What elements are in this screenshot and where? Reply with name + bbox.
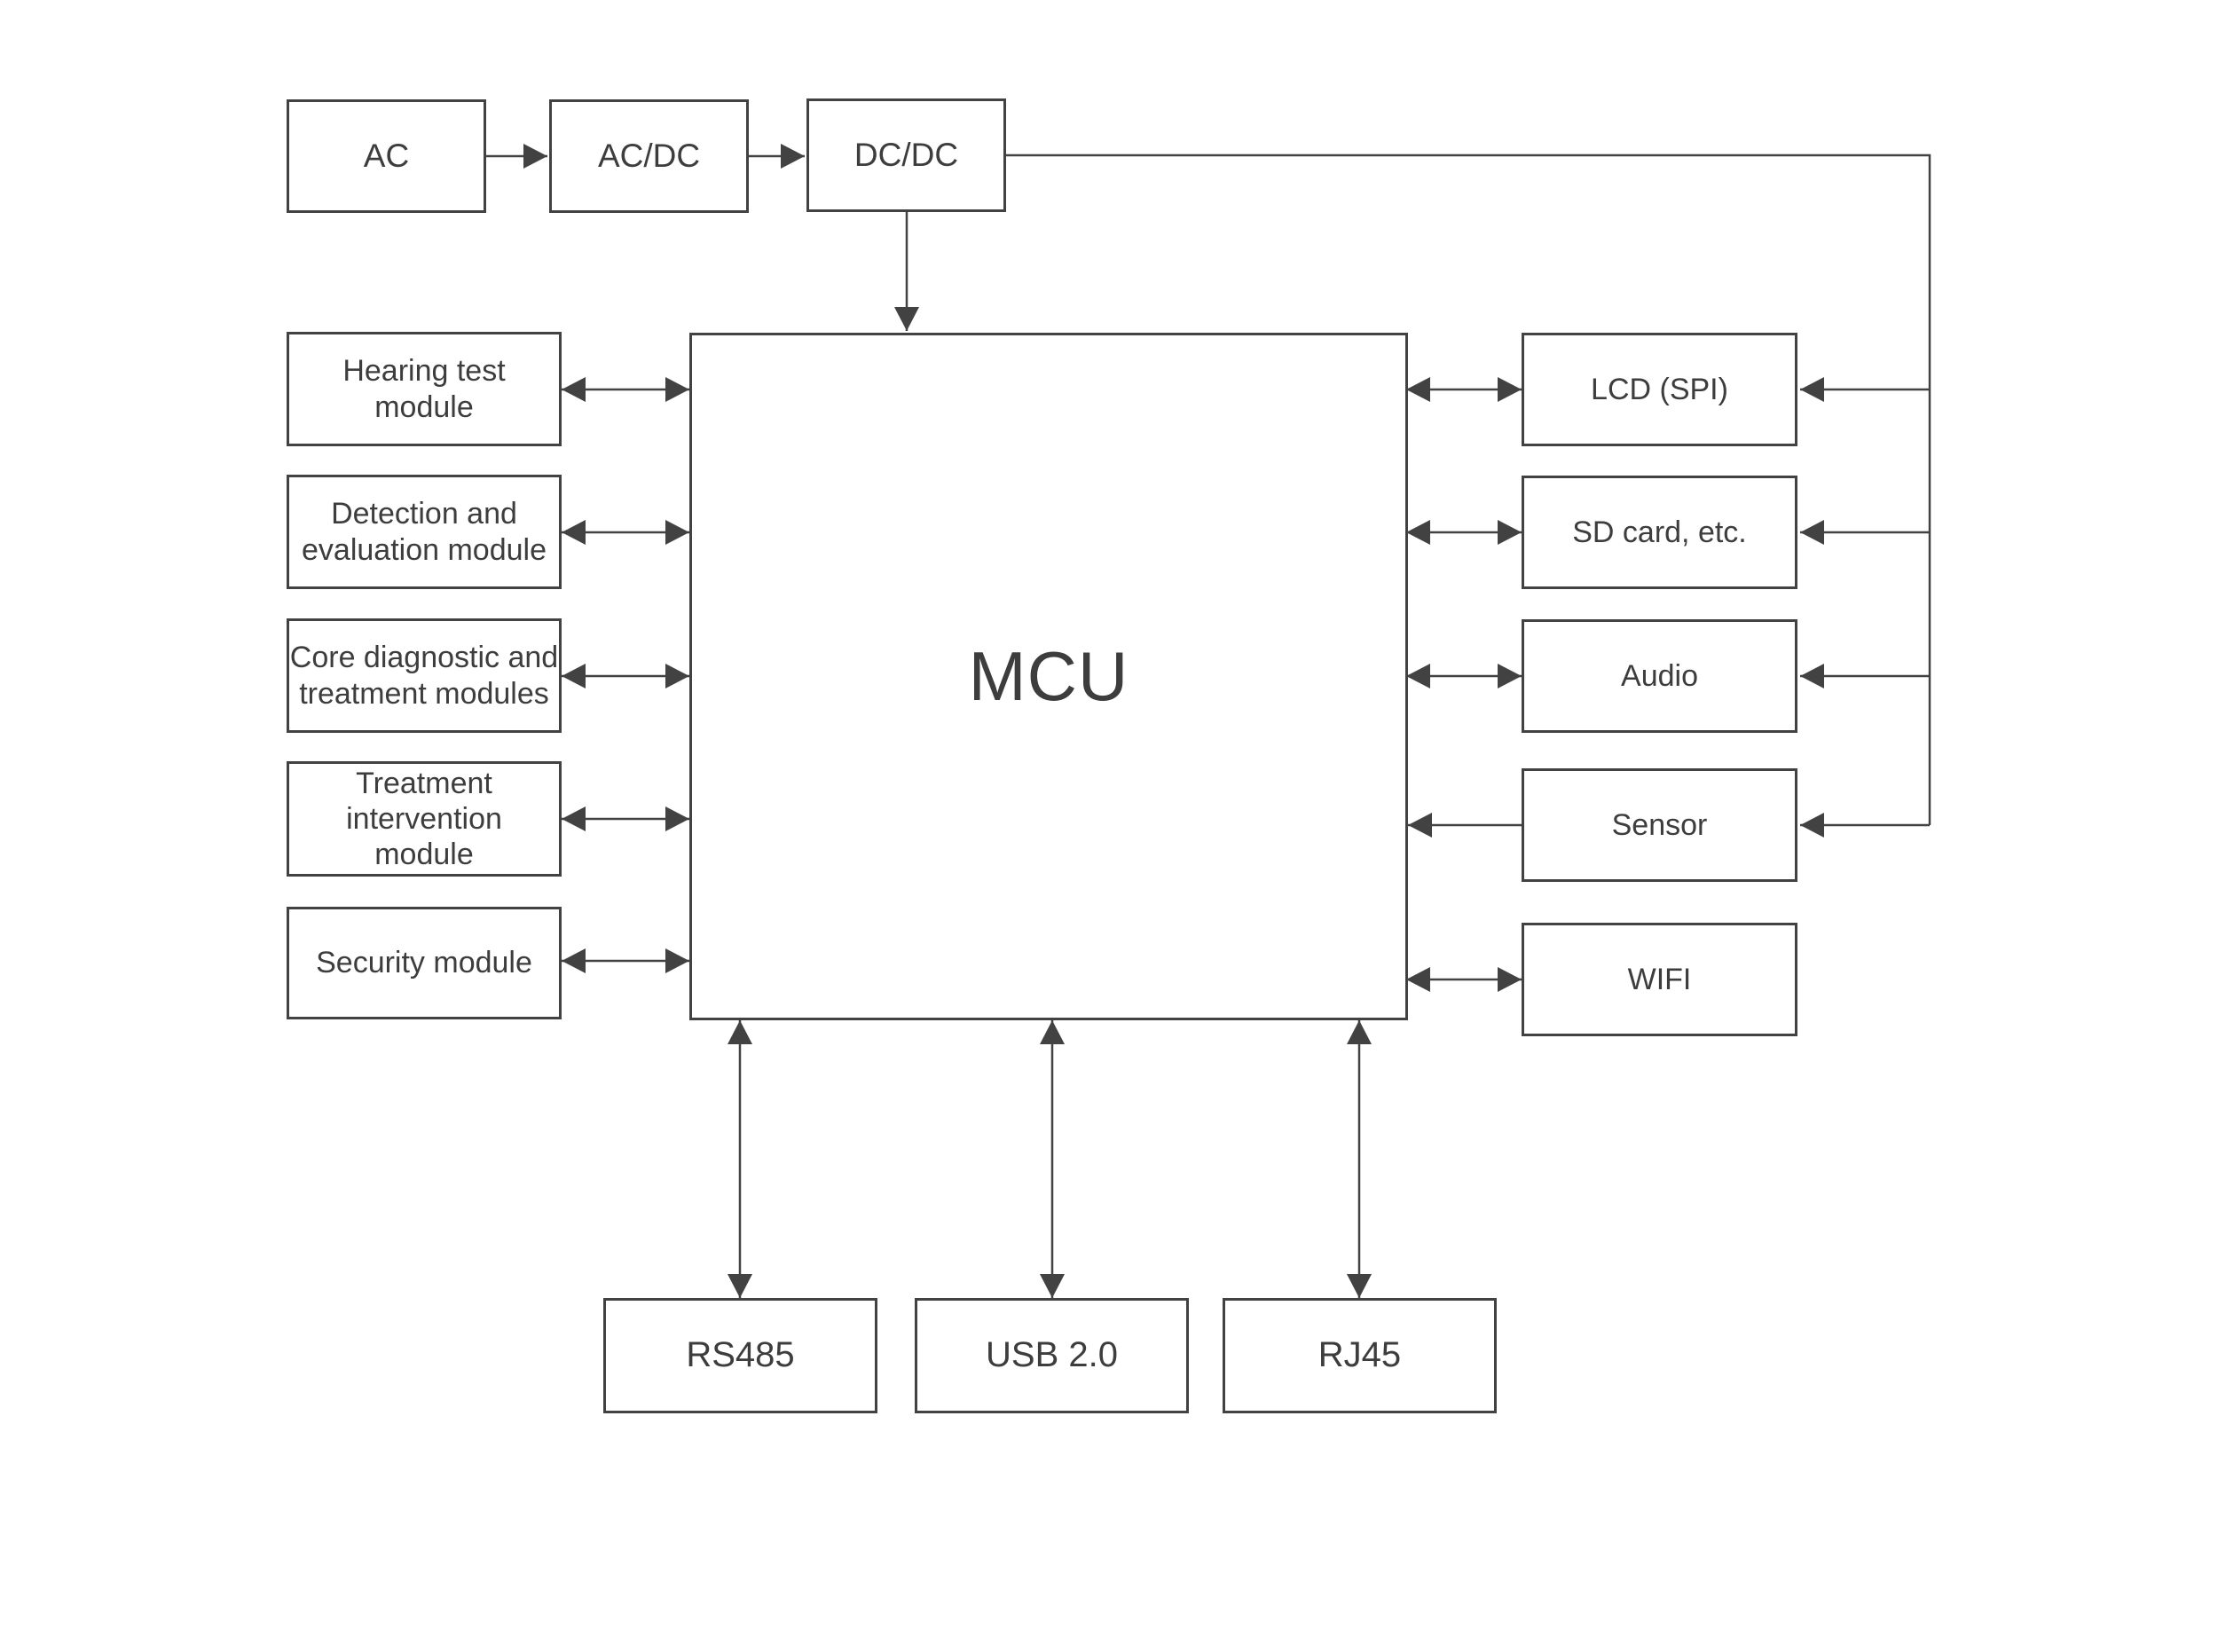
node-lcd-spi-label: LCD (SPI) — [1591, 372, 1728, 406]
node-core-diagnostic-module-label: Core diagnostic and treatment modules — [289, 641, 559, 711]
node-wifi-label: WIFI — [1627, 962, 1692, 996]
node-rs485-label: RS485 — [686, 1335, 795, 1375]
node-hearing-test-module-label: Hearing test module — [342, 354, 506, 424]
node-audio: Audio — [1522, 619, 1797, 733]
node-ac: AC — [287, 99, 486, 213]
node-security-module-label: Security module — [316, 946, 532, 980]
node-sd-card-label: SD card, etc. — [1572, 515, 1747, 549]
node-hearing-test-module: Hearing test module — [287, 332, 562, 446]
node-usb: USB 2.0 — [915, 1298, 1189, 1413]
node-sensor-label: Sensor — [1611, 807, 1708, 842]
node-rj45-label: RJ45 — [1317, 1335, 1402, 1375]
node-mcu: MCU — [689, 333, 1408, 1020]
node-mcu-label: MCU — [968, 637, 1129, 716]
node-ac-label: AC — [363, 138, 410, 175]
node-wifi: WIFI — [1522, 923, 1797, 1036]
node-sensor: Sensor — [1522, 768, 1797, 882]
node-dcdc: DC/DC — [806, 98, 1006, 212]
node-detection-evaluation-module-label: Detection and evaluation module — [302, 497, 547, 567]
node-rj45: RJ45 — [1223, 1298, 1497, 1413]
node-treatment-intervention-module-label: Treatment intervention module — [346, 766, 502, 872]
node-detection-evaluation-module: Detection and evaluation module — [287, 475, 562, 589]
node-treatment-intervention-module: Treatment intervention module — [287, 761, 562, 877]
node-lcd-spi: LCD (SPI) — [1522, 333, 1797, 446]
node-security-module: Security module — [287, 907, 562, 1019]
node-acdc-label: AC/DC — [597, 138, 701, 175]
node-usb-label: USB 2.0 — [986, 1335, 1118, 1375]
node-dcdc-label: DC/DC — [853, 137, 959, 174]
node-audio-label: Audio — [1621, 658, 1698, 693]
node-rs485: RS485 — [603, 1298, 877, 1413]
node-core-diagnostic-module: Core diagnostic and treatment modules — [287, 618, 562, 733]
node-sd-card: SD card, etc. — [1522, 476, 1797, 589]
node-acdc: AC/DC — [549, 99, 749, 213]
power-rail — [1006, 153, 1931, 825]
